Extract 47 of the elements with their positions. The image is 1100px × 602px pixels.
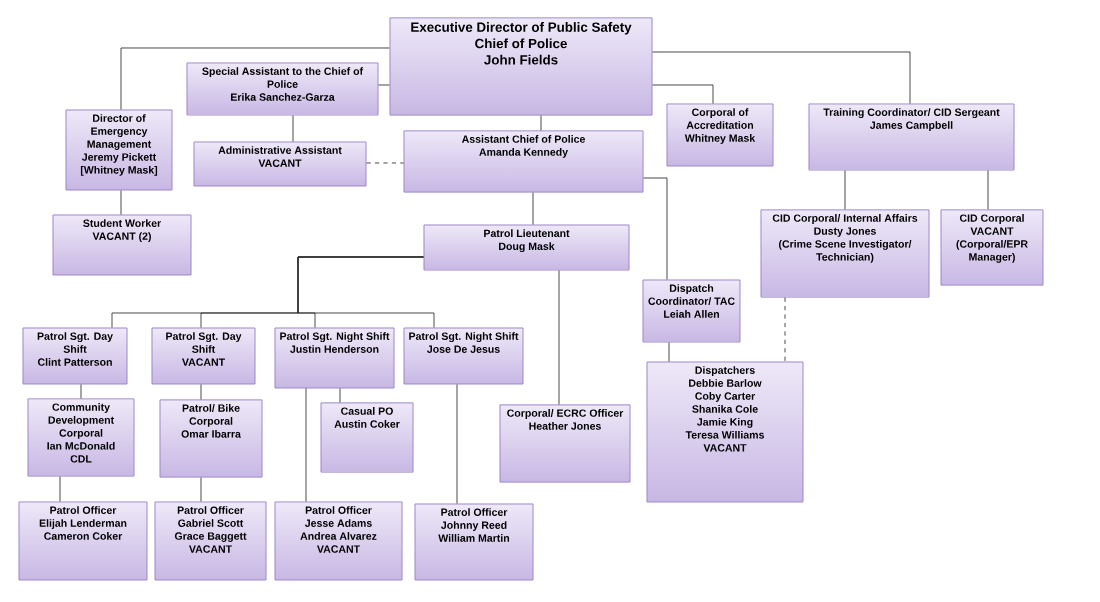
connector-line [456, 384, 458, 504]
position-box: Community Development Corporal Ian McDonald CDL [27, 398, 135, 477]
position-box: Patrol Officer Gabriel Scott Grace Baggett VACANT [154, 501, 267, 581]
position-box: Patrol Officer Johnny Reed William Martin [414, 503, 534, 581]
position-box: Executive Director of Public Safety Chief of Police John Fields [389, 17, 653, 116]
connector-line [339, 388, 341, 403]
position-box: Corporal/ ECRC Officer Heather Jones [499, 404, 631, 483]
connector-line [652, 84, 714, 104]
connector-line [987, 170, 989, 210]
connector-line [652, 51, 911, 104]
position-box: CID Corporal VACANT (Corporal/EPR Manager) [940, 209, 1044, 286]
position-box: Patrol Sgt. Day Shift VACANT [151, 327, 256, 385]
connector-line [200, 477, 202, 502]
position-box: Administrative Assistant VACANT [193, 141, 367, 187]
position-box: Corporal of Accreditation Whitney Mask [666, 103, 774, 167]
connector-line [200, 384, 202, 400]
position-box: Dispatch Coordinator/ TAC Leiah Allen [642, 279, 741, 343]
position-box: Director of Emergency Management Jeremy Pickett [Whitney Mask] [65, 109, 173, 191]
connector-line [120, 190, 122, 215]
position-box: Patrol Officer Elijah Lenderman Cameron Coker [18, 501, 148, 581]
connector-line [120, 47, 390, 110]
connector-line [80, 384, 82, 399]
position-box: Dispatchers Debbie Barlow Coby Carter Shanika Cole Jamie King Teresa Williams VACANT [646, 361, 804, 503]
connector-line [366, 162, 404, 164]
connector-line [378, 84, 390, 86]
position-box: Patrol Sgt. Night Shift Jose De Jesus [403, 327, 524, 385]
connector-line [784, 297, 786, 362]
connector-line [540, 115, 542, 131]
position-box: Assistant Chief of Police Amanda Kennedy [403, 130, 644, 193]
position-box: Patrol/ Bike Corporal Omar Ibarra [159, 399, 263, 478]
position-box: Casual PO Austin Coker [320, 402, 414, 473]
position-box: Patrol Lieutenant Doug Mask [423, 224, 630, 271]
position-box: Special Assistant to the Chief of Police Erika Sanchez-Garza [186, 62, 379, 116]
position-box: Patrol Officer Jesse Adams Andrea Alvarez VACANT [274, 501, 403, 581]
position-box: Training Coordinator/ CID Sergeant James Campbell [808, 103, 1015, 171]
position-box: Student Worker VACANT (2) [52, 214, 192, 276]
connector-line [532, 192, 534, 225]
connector-line [305, 388, 307, 502]
position-box: CID Corporal/ Internal Affairs Dusty Jones (Crime Scene Investigator/ Technician) [760, 209, 930, 298]
connector-line [558, 270, 560, 405]
position-box: Patrol Sgt. Day Shift Clint Patterson [22, 327, 128, 385]
position-box: Patrol Sgt. Night Shift Justin Henderson [274, 327, 395, 389]
connector-line [844, 170, 846, 210]
connector-line [643, 177, 668, 280]
connector-line [668, 342, 670, 362]
connector-line [59, 476, 61, 502]
connector-line [292, 115, 294, 142]
